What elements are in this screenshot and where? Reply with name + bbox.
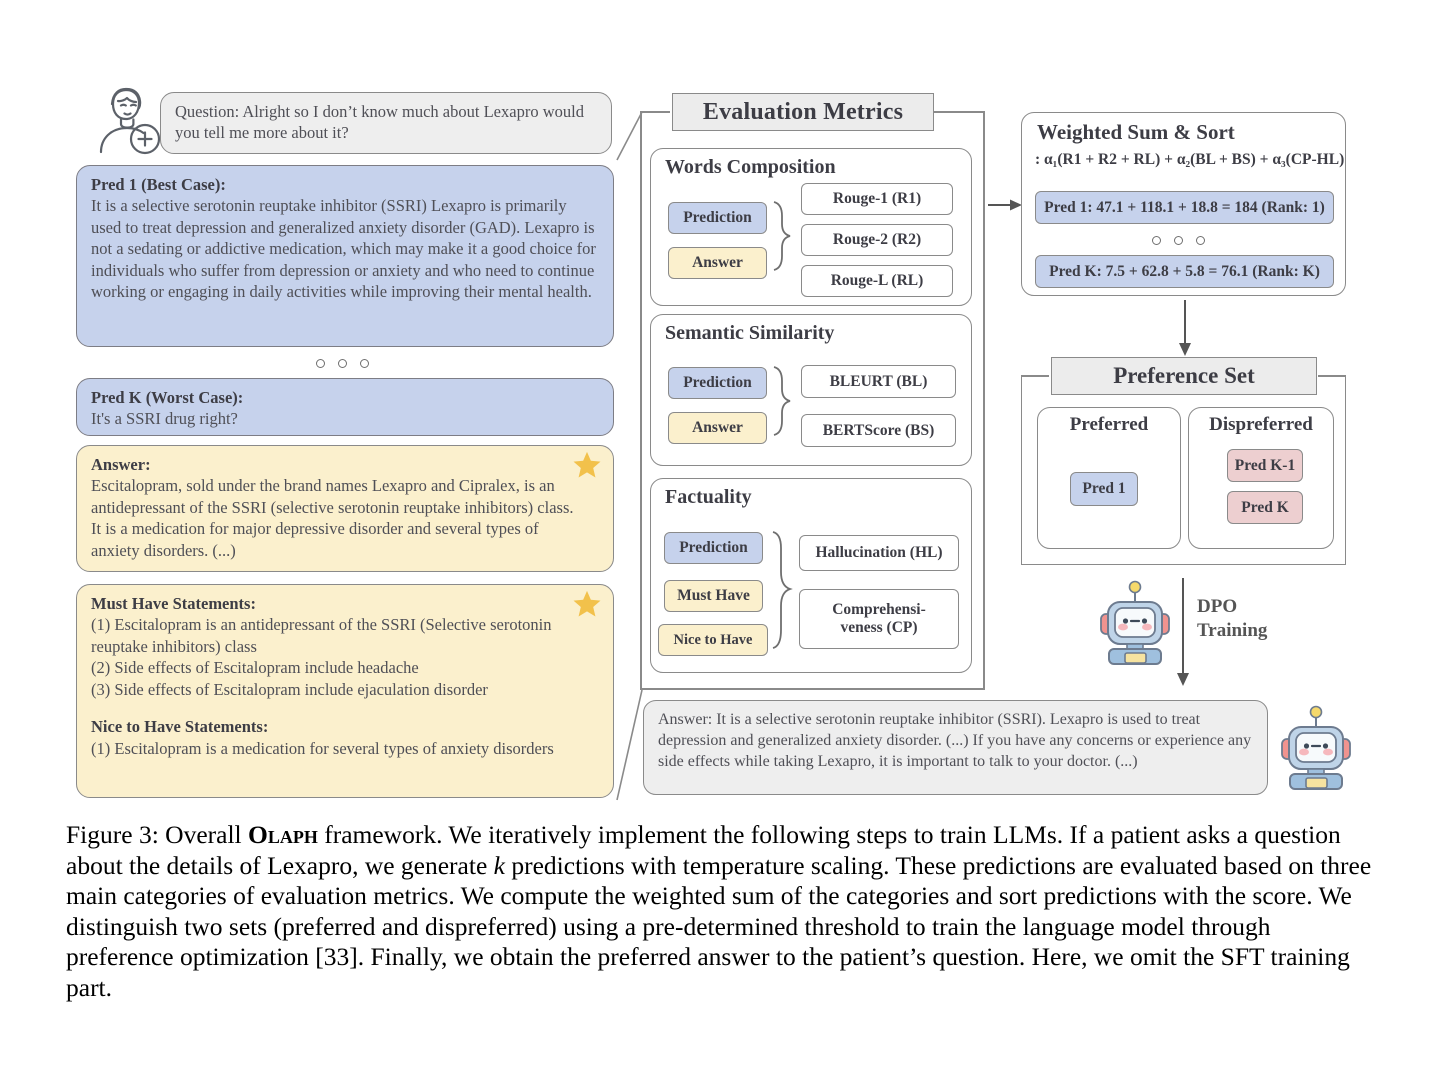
metric-rouge-2: Rouge-2 (R2) bbox=[801, 224, 953, 256]
caption-prefix: Figure 3: Overall bbox=[66, 820, 248, 849]
preference-frame-top-left bbox=[1021, 375, 1049, 377]
metric-card-title: Words Composition bbox=[665, 156, 836, 178]
arrow-dpo-training bbox=[1177, 578, 1189, 686]
dpo-training-label: DPO Training bbox=[1197, 595, 1267, 643]
robot-icon-output bbox=[1278, 705, 1354, 791]
metric-hallucination: Hallucination (HL) bbox=[799, 535, 959, 571]
ellipsis-dots-weighted-sum bbox=[1152, 236, 1205, 245]
caption-variable-k: k bbox=[493, 850, 505, 880]
answer-text: Escitalopram, sold under the brand names… bbox=[91, 476, 574, 560]
weighted-sum-row-pred1: Pred 1: 47.1 + 118.1 + 18.8 = 184 (Rank:… bbox=[1035, 191, 1334, 224]
caption-part2: predictions with temperature scaling. Th… bbox=[66, 850, 1372, 1002]
pred1-text: It is a selective serotonin reuptake inh… bbox=[91, 196, 596, 302]
eval-frame-top-right bbox=[930, 111, 985, 113]
weighted-sum-card: Weighted Sum & Sort : α₁(R1 + R2 + RL) +… bbox=[1021, 112, 1346, 296]
question-text: Question: Alright so I don’t know much a… bbox=[175, 101, 584, 142]
answer-title: Answer: bbox=[91, 455, 151, 474]
question-bubble: Question: Alright so I don’t know much a… bbox=[160, 92, 612, 154]
figure-caption: Figure 3: Overall Olaph framework. We it… bbox=[66, 820, 1376, 1004]
nice-to-have-item-1: (1) Escitalopram is a medication for sev… bbox=[91, 738, 554, 758]
arrow-eval-to-weighted-sum bbox=[988, 199, 1022, 211]
eval-frame-left-edge bbox=[640, 111, 642, 689]
chip-prediction: Prediction bbox=[668, 367, 767, 399]
metric-bleurt: BLEURT (BL) bbox=[801, 365, 956, 398]
predk-bubble: Pred K (Worst Case): It's a SSRI drug ri… bbox=[76, 378, 614, 436]
arrow-weighted-sum-to-preference bbox=[1179, 300, 1191, 356]
metric-bertscore: BERTScore (BS) bbox=[801, 414, 956, 447]
must-have-item-3: (3) Side effects of Escitalopram include… bbox=[91, 679, 488, 699]
preference-set-title: Preference Set bbox=[1051, 357, 1317, 395]
preference-set-frame bbox=[1021, 375, 1346, 565]
dispreferred-item-predk-1: Pred K-1 bbox=[1227, 449, 1303, 482]
evaluation-metrics-title: Evaluation Metrics bbox=[672, 93, 934, 131]
chip-must-have: Must Have bbox=[664, 580, 763, 612]
connector-lines bbox=[616, 111, 643, 801]
dpo-training-line1: DPO bbox=[1197, 596, 1238, 617]
metric-comprehensiveness: Comprehensi- veness (CP) bbox=[799, 589, 959, 649]
patient-avatar-icon bbox=[88, 82, 166, 158]
metric-card-semantic-similarity: Semantic Similarity Prediction Answer BL… bbox=[650, 314, 972, 466]
brace-icon bbox=[773, 366, 791, 436]
caption-system-name: Olaph bbox=[248, 820, 318, 849]
robot-icon-dpo bbox=[1097, 580, 1173, 666]
preferred-box: Preferred Pred 1 bbox=[1037, 407, 1181, 549]
eval-frame-bottom-edge bbox=[640, 688, 985, 690]
final-answer-text: Answer: It is a selective serotonin reup… bbox=[658, 711, 1252, 770]
metric-comprehensiveness-line2: veness (CP) bbox=[840, 619, 918, 636]
metric-card-words-composition: Words Composition Prediction Answer Roug… bbox=[650, 148, 972, 306]
weighted-sum-formula: : α₁(R1 + R2 + RL) + α₂(BL + BS) + α₃(CP… bbox=[1035, 151, 1345, 168]
weighted-sum-title: Weighted Sum & Sort bbox=[1037, 120, 1235, 144]
dispreferred-box: Dispreferred Pred K-1 Pred K bbox=[1188, 407, 1334, 549]
answer-bubble: Answer: Escitalopram, sold under the bra… bbox=[76, 445, 614, 572]
dpo-training-line2: Training bbox=[1197, 619, 1268, 641]
predk-text: It's a SSRI drug right? bbox=[91, 409, 238, 429]
star-icon bbox=[572, 450, 602, 480]
metric-card-factuality: Factuality Prediction Must Have Nice to … bbox=[650, 478, 972, 673]
brace-icon bbox=[772, 531, 793, 649]
nice-to-have-title: Nice to Have Statements: bbox=[91, 717, 269, 737]
eval-frame-top-left bbox=[640, 111, 670, 113]
chip-prediction: Prediction bbox=[664, 532, 763, 564]
eval-frame-right-edge bbox=[983, 111, 985, 689]
preference-frame-top-right bbox=[1318, 375, 1346, 377]
chip-answer: Answer bbox=[668, 412, 767, 444]
metric-rouge-1: Rouge-1 (R1) bbox=[801, 183, 953, 215]
final-answer-bubble: Answer: It is a selective serotonin reup… bbox=[643, 700, 1268, 795]
chip-answer: Answer bbox=[668, 247, 767, 279]
preferred-title: Preferred bbox=[1069, 414, 1149, 435]
dispreferred-item-predk: Pred K bbox=[1227, 491, 1303, 524]
star-icon bbox=[572, 589, 602, 619]
statements-bubble: Must Have Statements: (1) Escitalopram i… bbox=[76, 584, 614, 798]
chip-prediction: Prediction bbox=[668, 202, 767, 234]
pred1-title: Pred 1 (Best Case): bbox=[91, 175, 226, 194]
metric-comprehensiveness-line1: Comprehensi- bbox=[832, 601, 926, 619]
metric-card-title: Factuality bbox=[665, 486, 752, 508]
dispreferred-title: Dispreferred bbox=[1209, 414, 1313, 435]
must-have-title: Must Have Statements: bbox=[91, 594, 256, 613]
must-have-item-1: (1) Escitalopram is an antidepressant of… bbox=[91, 615, 552, 656]
must-have-item-2: (2) Side effects of Escitalopram include… bbox=[91, 658, 419, 678]
ellipsis-dots-predictions bbox=[316, 359, 369, 368]
metric-rouge-l: Rouge-L (RL) bbox=[801, 265, 953, 297]
predk-title: Pred K (Worst Case): bbox=[91, 388, 244, 407]
weighted-sum-row-predk: Pred K: 7.5 + 62.8 + 5.8 = 76.1 (Rank: K… bbox=[1035, 255, 1334, 288]
pred1-bubble: Pred 1 (Best Case): It is a selective se… bbox=[76, 165, 614, 347]
preferred-item-pred1: Pred 1 bbox=[1070, 472, 1138, 506]
metric-card-title: Semantic Similarity bbox=[665, 322, 835, 344]
brace-icon bbox=[773, 201, 791, 271]
caption-part1: framework. We iteratively implement the … bbox=[66, 820, 1341, 880]
chip-nice-to-have: Nice to Have bbox=[658, 624, 768, 656]
